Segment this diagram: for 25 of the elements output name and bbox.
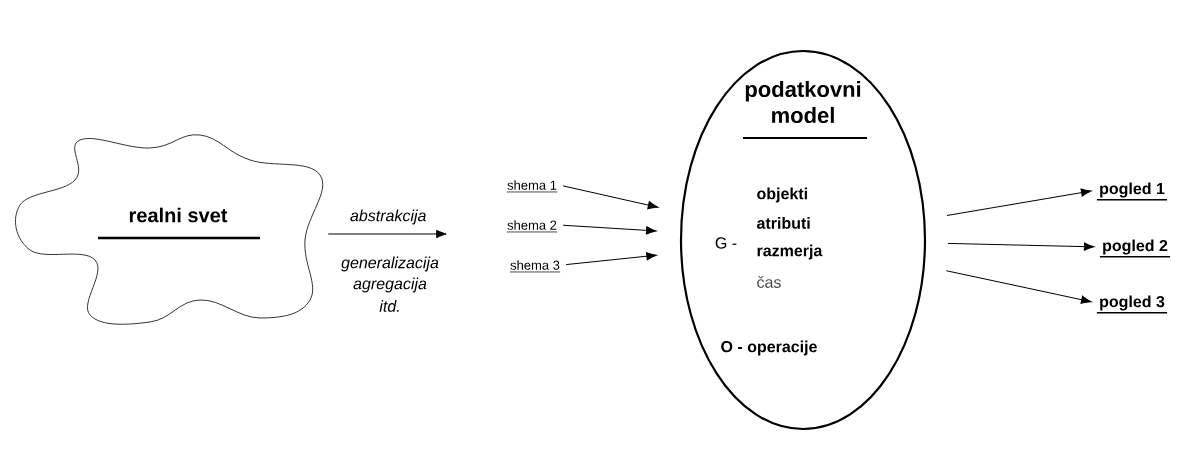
node-label: G - bbox=[715, 237, 737, 249]
node-label: pogled 2 bbox=[1099, 239, 1171, 258]
node-label: pogled 1 bbox=[1096, 182, 1168, 201]
node-label: atributi bbox=[757, 217, 810, 229]
node-label: shema 3 bbox=[509, 260, 561, 273]
note-text: itd. bbox=[379, 300, 399, 312]
arrow bbox=[946, 188, 1092, 216]
node-title: realni svet bbox=[98, 207, 260, 240]
arrow bbox=[562, 185, 659, 210]
node-title: podatkovni model bbox=[742, 80, 868, 139]
node-label: shema 2 bbox=[506, 220, 558, 233]
node-label: shema 1 bbox=[506, 180, 558, 193]
node-label: O - operacije bbox=[721, 340, 817, 356]
node-label: objekti bbox=[757, 187, 807, 203]
note-text: agregacija bbox=[353, 277, 427, 293]
arrow bbox=[562, 224, 657, 235]
node-label: razmerja bbox=[757, 244, 823, 260]
node-label: čas bbox=[757, 276, 781, 288]
edge-label: abstrakcija bbox=[350, 209, 426, 225]
arrow bbox=[565, 252, 657, 266]
node-label: pogled 3 bbox=[1096, 295, 1168, 314]
arrow bbox=[947, 242, 1095, 251]
arrow bbox=[945, 270, 1092, 304]
arrow bbox=[327, 229, 447, 239]
note-text: generalizacija bbox=[341, 256, 439, 272]
